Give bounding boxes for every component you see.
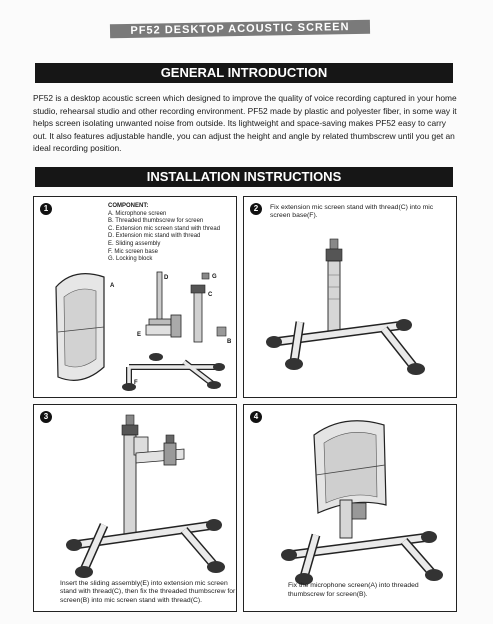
intro-paragraph: PF52 is a desktop acoustic screen which … — [33, 93, 457, 154]
component-label-d: D — [164, 275, 169, 281]
component-item: F. Mic screen base — [108, 248, 159, 255]
component-item: G. Locking block — [108, 256, 153, 263]
components-illustration: A B C D E F G — [55, 271, 232, 391]
component-item: C. Extension mic screen stand with threa… — [108, 225, 221, 232]
step-3-panel: 3 Insert the sliding assembly(E) into ex… — [33, 404, 237, 612]
step-4-number: 4 — [250, 411, 262, 423]
installation-instructions-heading: INSTALLATION INSTRUCTIONS — [35, 167, 453, 187]
step-2-panel: 2 Fix extension mic screen stand with th… — [243, 196, 457, 398]
component-item: E. Sliding assembly — [108, 240, 161, 247]
component-label-c: C — [208, 292, 213, 298]
component-item: D. Extension mic stand with thread — [108, 233, 201, 240]
component-label-f: F — [134, 380, 138, 386]
document-title: PF52 DESKTOP ACOUSTIC SCREEN — [109, 19, 371, 39]
instruction-grid: 1 COMPONENT: A. Microphone screen B. Thr… — [33, 196, 457, 612]
component-item: B. Threaded thumbscrew for screen — [108, 218, 204, 225]
step-3-instruction: Insert the sliding assembly(E) into exte… — [60, 579, 236, 604]
component-list: COMPONENT: A. Microphone screen B. Threa… — [108, 203, 236, 264]
step-4-illustration — [281, 420, 443, 585]
step-2-number: 2 — [250, 203, 262, 215]
step-3-illustration — [66, 414, 225, 578]
component-heading: COMPONENT: — [108, 203, 149, 209]
general-introduction-heading: GENERAL INTRODUCTION — [35, 63, 453, 83]
step-4-instruction: Fix the microphone screen(A) into thread… — [288, 582, 419, 598]
step-3-number: 3 — [40, 411, 52, 423]
step-1-panel: 1 COMPONENT: A. Microphone screen B. Thr… — [33, 196, 237, 398]
scan-edge-marks — [481, 40, 491, 130]
component-label-e: E — [137, 332, 141, 338]
component-item: A. Microphone screen — [108, 210, 167, 217]
step-2-illustration — [266, 238, 425, 375]
component-label-a: A — [110, 283, 115, 289]
component-label-b: B — [227, 339, 232, 345]
step-1-number: 1 — [40, 203, 52, 215]
component-label-g: G — [212, 274, 217, 280]
step-2-instruction: Fix extension mic screen stand with thre… — [270, 204, 434, 220]
step-4-panel: 4 Fix the microphone screen(A) into thre… — [243, 404, 457, 612]
